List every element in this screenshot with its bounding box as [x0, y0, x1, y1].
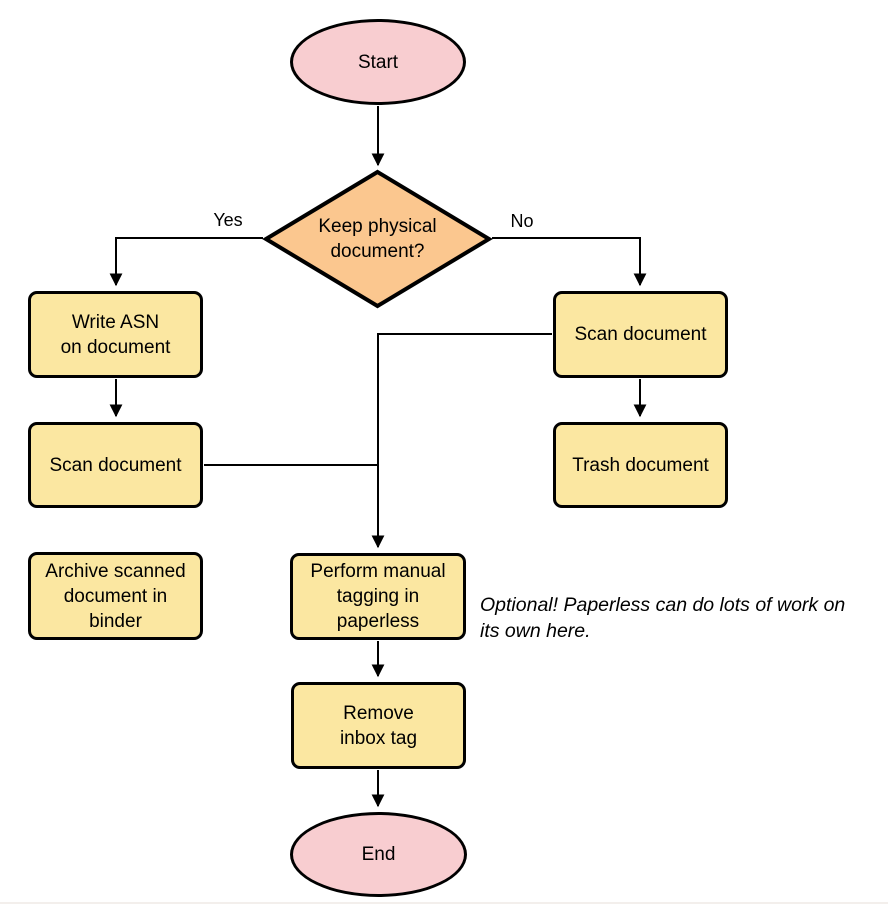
manual-tagging-node-label: Perform manual tagging in paperless	[310, 561, 446, 632]
manual-tagging-node: Perform manual tagging in paperless	[290, 553, 466, 640]
connector-decision-yes-to-write-asn	[109, 237, 263, 287]
write-asn-node-label: Write ASN on document	[60, 311, 171, 358]
edge-label-yes: Yes	[213, 210, 243, 230]
remove-inbox-tag-node: Remove inbox tag	[291, 682, 466, 769]
archive-document-node-label: Archive scanned document in binder	[45, 560, 186, 632]
edge-label-no: No	[510, 211, 534, 231]
optional-note: Optional! Paperless can do lots of work …	[480, 594, 846, 642]
remove-inbox-tag-node-label: Remove inbox tag	[339, 702, 418, 749]
decision-diamond-shape	[262, 169, 493, 309]
connector-decision-no-to-scan-right	[492, 237, 647, 287]
scan-document-right-node: Scan document	[553, 291, 728, 378]
decision-node-label: Keep physical document?	[318, 216, 437, 262]
archive-document-node: Archive scanned document in binder	[28, 552, 203, 640]
end-node-label: End	[361, 844, 396, 865]
write-asn-node: Write ASN on document	[28, 291, 203, 378]
start-node: Start	[290, 19, 466, 105]
scan-document-left-node: Scan document	[28, 422, 203, 508]
start-node-label: Start	[357, 51, 399, 73]
decision-node: Keep physical document?	[262, 169, 493, 309]
connector-scan-right-to-tagging	[371, 333, 552, 549]
trash-document-node: Trash document	[553, 422, 728, 508]
bottom-divider	[0, 902, 888, 904]
scan-document-right-node-label: Scan document	[574, 324, 707, 345]
scan-document-left-node-label: Scan document	[49, 454, 182, 476]
end-node: End	[290, 812, 467, 897]
trash-document-node-label: Trash document	[572, 454, 709, 476]
